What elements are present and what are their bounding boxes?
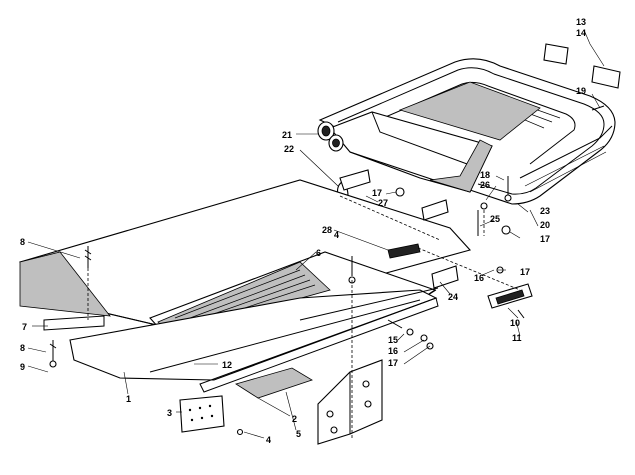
callout-28: 28	[322, 225, 332, 235]
left-stipple-panel	[19, 251, 111, 317]
step-plate	[235, 367, 313, 399]
callout-26: 26	[480, 180, 490, 190]
rear-plate	[487, 283, 533, 309]
callout-24: 24	[448, 292, 458, 302]
callout-17: 17	[540, 234, 550, 244]
callout-18: 18	[480, 170, 490, 180]
callout-2: 2	[292, 414, 297, 424]
callout-14: 14	[576, 28, 586, 38]
callout-21: 21	[282, 130, 292, 140]
callout-9: 9	[20, 362, 25, 372]
callout-6: 6	[316, 248, 321, 258]
callout-3: 3	[167, 408, 172, 418]
reflector	[387, 243, 421, 259]
callout-27: 27	[378, 198, 388, 208]
callout-16: 16	[474, 273, 484, 283]
plate-3	[179, 395, 225, 433]
running-board	[69, 289, 439, 393]
small-brackets	[339, 169, 459, 289]
callout-4: 4	[334, 230, 339, 240]
callout-17: 17	[388, 358, 398, 368]
callout-17: 17	[372, 188, 382, 198]
lower-rails	[43, 287, 439, 331]
callout-25: 25	[490, 214, 500, 224]
callout-10: 10	[510, 318, 520, 328]
hitch-bracket	[317, 111, 493, 193]
corner-bracket	[317, 359, 383, 445]
callout-22: 22	[284, 144, 294, 154]
callout-12: 12	[222, 360, 232, 370]
callout-13: 13	[576, 17, 586, 27]
rear-bumper	[318, 58, 616, 205]
reflectors-top	[543, 43, 621, 89]
callout-5: 5	[296, 429, 301, 439]
callout-1: 1	[126, 394, 131, 404]
callout-labels: 1 2 3 4 4 5 6 7 8 8 9 10 11 12 13 14 15 …	[20, 17, 586, 445]
callout-20: 20	[540, 220, 550, 230]
callout-15: 15	[388, 335, 398, 345]
callout-8: 8	[20, 237, 25, 247]
callout-11: 11	[512, 333, 522, 343]
leader-lines	[27, 29, 605, 439]
callout-17: 17	[520, 267, 530, 277]
callout-16: 16	[388, 346, 398, 356]
assembly-lines	[87, 195, 521, 440]
callout-8: 8	[20, 343, 25, 353]
callout-23: 23	[540, 206, 550, 216]
callout-4: 4	[266, 435, 271, 445]
callout-19: 19	[576, 86, 586, 96]
callout-7: 7	[22, 322, 27, 332]
fasteners	[49, 105, 605, 436]
